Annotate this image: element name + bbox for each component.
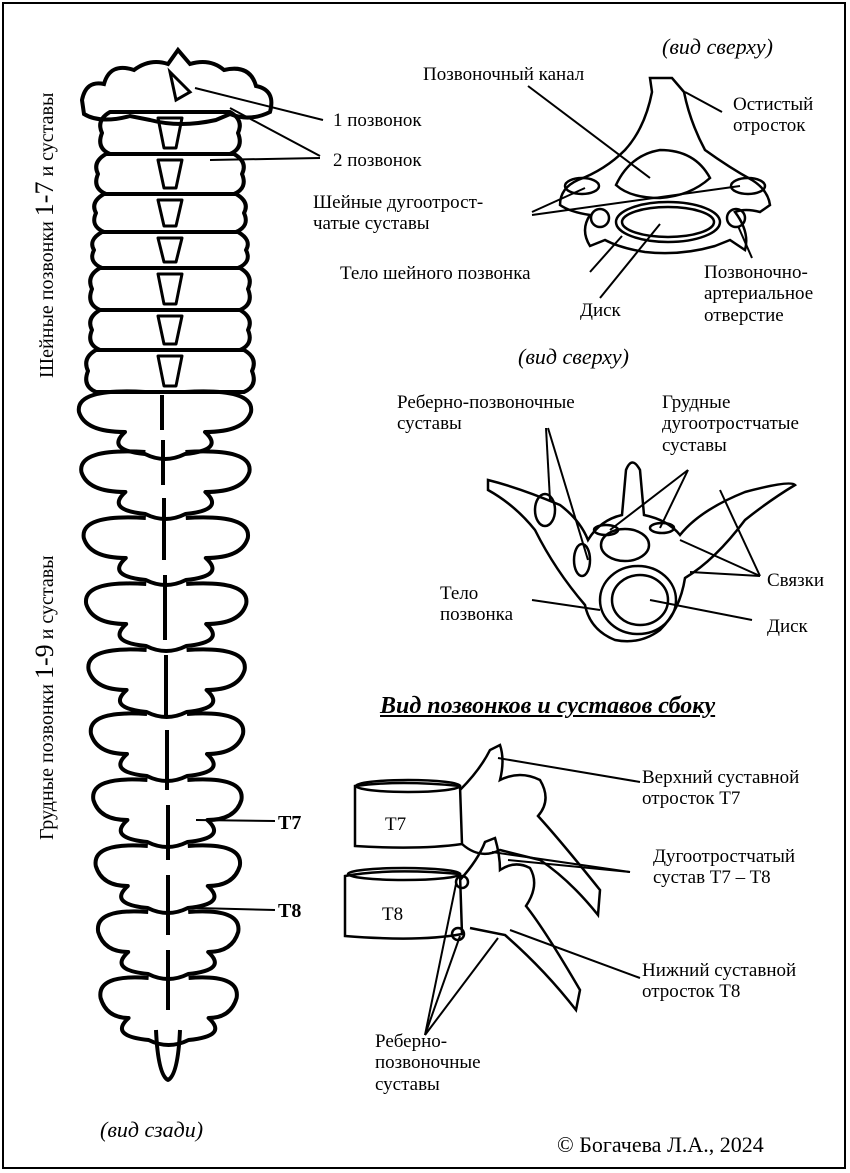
cervical-body-label: Тело шейного позвонка	[340, 263, 531, 284]
costovertebral-label: Реберно-позвоночные суставы	[397, 392, 575, 435]
spinous-process-shape	[158, 316, 182, 344]
spinous-process-shape	[158, 238, 182, 262]
cervical-vertical-label: Шейные позвонки 1-7 и суставы	[30, 93, 60, 378]
facet-joint-label: Дугоотростчатый сустав T7 – T8	[653, 846, 795, 889]
cervical-facet-label: Шейные дугоотрост- чатые суставы	[313, 192, 483, 235]
vertebral-foramen-label: Позвоночно- артериальное отверстие	[704, 262, 813, 326]
side-costovertebral-label: Реберно- позвоночные суставы	[375, 1031, 481, 1095]
back-view-caption: (вид сзади)	[100, 1118, 203, 1143]
side-view-heading: Вид позвонков и суставов сбоку	[380, 693, 715, 720]
spinal-canal-label: Позвоночный канал	[423, 64, 584, 85]
t7-label: T7	[278, 812, 301, 834]
cervical-disc-label: Диск	[580, 300, 621, 321]
spine-midline	[162, 395, 168, 1010]
vertebra-1-label: 1 позвонок	[333, 110, 422, 131]
copyright: © Богачева Л.А., 2024	[557, 1133, 764, 1158]
spinous-process-label: Остистый отросток	[733, 94, 813, 137]
thoracic-vertical-label: Грудные позвонки 1-9 и суставы	[30, 555, 60, 840]
spinous-process-shape	[158, 160, 182, 188]
spine-tail	[156, 1030, 180, 1080]
thoracic-pointer-lines	[532, 428, 760, 620]
side-t8-label: T8	[382, 904, 403, 925]
spinous-process-shape	[158, 356, 182, 386]
thoracic-facet-label: Грудные дугоотростчатые суставы	[662, 392, 799, 456]
dens	[170, 72, 190, 100]
inferior-process-label: Нижний суставной отросток T8	[642, 960, 796, 1003]
side-t7-label: T7	[385, 814, 406, 835]
ligaments-label: Связки	[767, 570, 824, 591]
vertebra-2-label: 2 позвонок	[333, 150, 422, 171]
spinous-process-shape	[158, 274, 182, 304]
spinous-process-shape	[158, 200, 182, 226]
thoracic-view-caption: (вид сверху)	[518, 345, 629, 370]
t8-label: T8	[278, 900, 301, 922]
superior-process-label: Верхний суставной отросток T7	[642, 767, 799, 810]
thoracic-disc-label: Диск	[767, 616, 808, 637]
left-pointer-lines	[195, 88, 323, 910]
thoracic-body-label: Тело позвонка	[440, 583, 513, 626]
cervical-view-caption: (вид сверху)	[662, 35, 773, 60]
